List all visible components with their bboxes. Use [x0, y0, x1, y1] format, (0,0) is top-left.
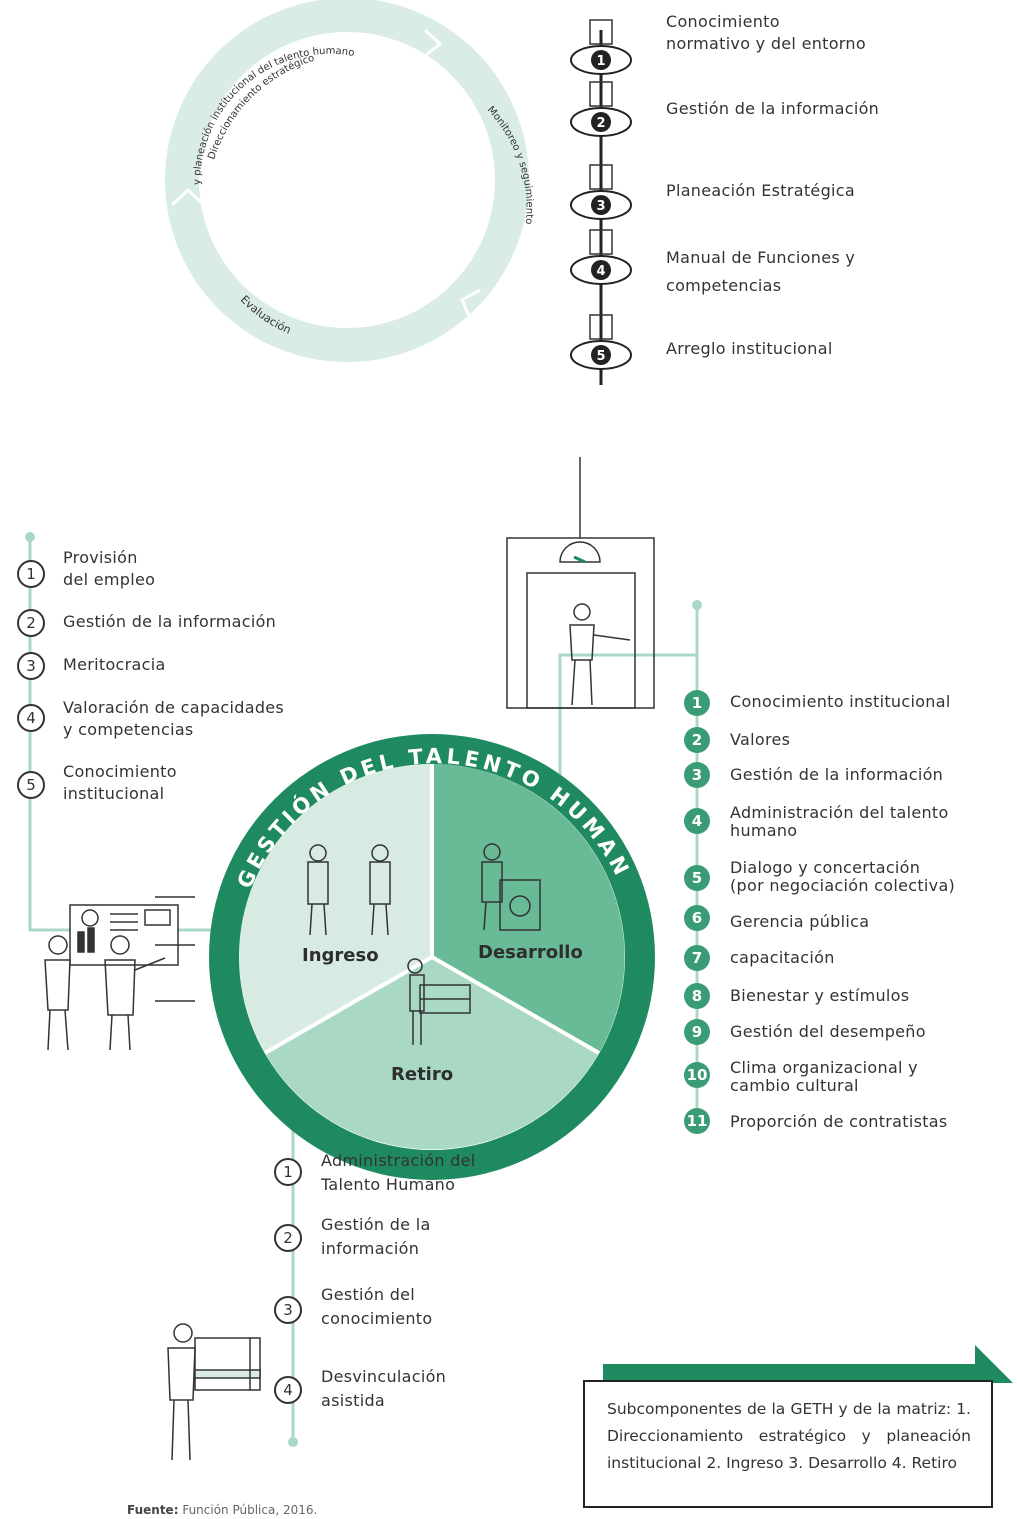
desarrollo-item-2: Valores	[730, 730, 791, 749]
step-disc-5: 5	[570, 314, 632, 370]
step-disc-2: 2	[570, 81, 632, 137]
desarrollo-number-9: 9	[684, 1019, 710, 1045]
segment-desarrollo-label: Desarrollo	[478, 942, 583, 963]
steps-chain: 1 2 3 4 5	[570, 19, 632, 385]
step-number: 1	[596, 54, 605, 69]
step-number: 2	[596, 116, 605, 131]
step-label-5: Arreglo institucional	[666, 339, 833, 358]
desarrollo-number-3: 3	[684, 762, 710, 788]
retiro-number-1: 1	[274, 1158, 302, 1186]
note-box: Subcomponentes de la GETH y de la matriz…	[583, 1380, 993, 1508]
desarrollo-number-4: 4	[684, 808, 710, 834]
desarrollo-item-9: Gestión del desempeño	[730, 1022, 926, 1041]
step-figure-icon	[589, 314, 613, 340]
retiro-number-2: 2	[274, 1224, 302, 1252]
step-disc-3: 3	[570, 164, 632, 220]
desarrollo-item-1: Conocimiento institucional	[730, 692, 951, 711]
desarrollo-number-8: 8	[684, 983, 710, 1009]
desarrollo-item-5: Dialogo y concertación(por negociación c…	[730, 858, 956, 895]
step-figure-icon	[589, 164, 613, 190]
step-figure-icon	[589, 229, 613, 255]
desarrollo-item-7: capacitación	[730, 948, 835, 967]
ingreso-number-2: 2	[17, 609, 45, 637]
ingreso-number-3: 3	[17, 652, 45, 680]
ingreso-item-3: Meritocracia	[63, 655, 166, 674]
cycle-ring: Direccionamiento estratégico y planeació…	[165, 0, 535, 362]
desarrollo-number-11: 11	[684, 1108, 710, 1134]
ingreso-number-1: 1	[17, 560, 45, 588]
step-disc-1: 1	[570, 19, 632, 75]
step-number: 4	[596, 264, 605, 279]
desarrollo-item-8: Bienestar y estímulos	[730, 986, 910, 1005]
step-label-3: Planeación Estratégica	[666, 181, 855, 200]
source-text: Función Pública, 2016.	[182, 1503, 318, 1517]
step-label-2: Gestión de la información	[666, 99, 880, 118]
step-figure-icon	[589, 19, 613, 45]
retiro-illustration	[167, 1323, 261, 1461]
desarrollo-item-6: Gerencia pública	[730, 912, 870, 931]
step-number: 3	[596, 199, 605, 214]
wheel-figures	[307, 843, 541, 1045]
step-number: 5	[596, 349, 605, 364]
step-figure-icon	[589, 81, 613, 107]
desarrollo-number-5: 5	[684, 865, 710, 891]
retiro-number-3: 3	[274, 1296, 302, 1324]
ingreso-item-2: Gestión de la información	[63, 612, 277, 631]
desarrollo-number-7: 7	[684, 945, 710, 971]
source-label: Fuente:	[127, 1503, 179, 1517]
ingreso-number-4: 4	[17, 704, 45, 732]
retiro-number-4: 4	[274, 1376, 302, 1404]
elevator-illustration	[506, 457, 655, 709]
desarrollo-number-6: 6	[684, 905, 710, 931]
note-bubble-tail	[603, 1345, 1013, 1383]
segment-retiro-label: Retiro	[391, 1064, 454, 1085]
desarrollo-number-2: 2	[684, 727, 710, 753]
step-disc-4: 4	[570, 229, 632, 285]
desarrollo-number-1: 1	[684, 690, 710, 716]
segment-ingreso-label: Ingreso	[302, 945, 379, 966]
ingreso-number-5: 5	[17, 771, 45, 799]
desarrollo-item-11: Proporción de contratistas	[730, 1112, 948, 1131]
desarrollo-number-10: 10	[684, 1062, 710, 1088]
wheel-title: GESTIÓN DEL TALENTO HUMANO	[0, 0, 635, 892]
desarrollo-item-3: Gestión de la información	[730, 765, 944, 784]
source-citation: Fuente: Función Pública, 2016.	[127, 1503, 317, 1517]
meeting-illustration	[44, 896, 195, 1051]
